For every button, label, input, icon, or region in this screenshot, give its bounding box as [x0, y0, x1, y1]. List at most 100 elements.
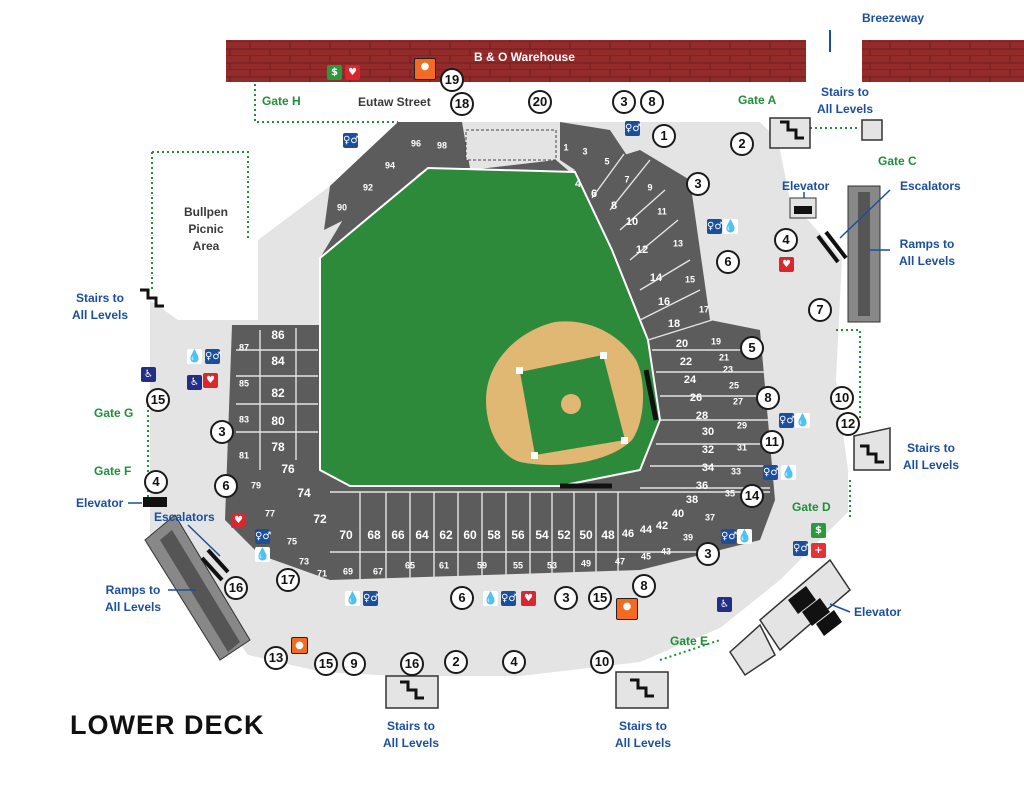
marker-5[interactable]: 5	[740, 336, 764, 360]
restroom-icon[interactable]: ♀♂	[363, 591, 380, 606]
marker-3[interactable]: 3	[612, 90, 636, 114]
marker-8[interactable]: 8	[756, 386, 780, 410]
marker-10[interactable]: 10	[590, 650, 614, 674]
section-42: 42	[656, 520, 668, 532]
marker-6[interactable]: 6	[716, 250, 740, 274]
first-aid-icon[interactable]: ♥	[345, 65, 360, 80]
restroom-icon[interactable]: ♀♂	[343, 133, 360, 148]
section-66: 66	[391, 528, 405, 542]
section-labels: 1 3 5 7 9 11 13 15 17 19 21 23 25 27 29 …	[239, 138, 747, 578]
marker-16[interactable]: 16	[224, 576, 248, 600]
section-61: 61	[439, 560, 449, 570]
marker-17[interactable]: 17	[276, 568, 300, 592]
gate-f-label: Gate F	[94, 464, 132, 478]
section-43: 43	[661, 546, 671, 556]
marker-9[interactable]: 9	[342, 652, 366, 676]
accessible-icon[interactable]: ♿	[187, 375, 202, 390]
marker-4[interactable]: 4	[774, 228, 798, 252]
marker-11[interactable]: 11	[760, 430, 784, 454]
restroom-icon[interactable]: ♀♂	[205, 349, 222, 364]
marker-13[interactable]: 13	[264, 646, 288, 670]
orange-shop-icon[interactable]: ●	[291, 637, 308, 654]
first-aid-icon[interactable]: ♥	[521, 591, 536, 606]
marker-15[interactable]: 15	[146, 388, 170, 412]
stairs-label-bottom-2: Stairs to All Levels	[614, 719, 672, 750]
marker-20[interactable]: 20	[528, 90, 552, 114]
marker-4[interactable]: 4	[502, 650, 526, 674]
marker-8[interactable]: 8	[632, 574, 656, 598]
marker-3[interactable]: 3	[696, 542, 720, 566]
marker-3[interactable]: 3	[554, 586, 578, 610]
orioles-shop-icon[interactable]: ●	[414, 58, 436, 80]
section-6: 6	[591, 188, 597, 200]
restroom-icon[interactable]: ♀♂	[763, 465, 780, 480]
restroom-icon[interactable]: ♀♂	[501, 591, 518, 606]
marker-3[interactable]: 3	[686, 172, 710, 196]
section-45: 45	[641, 551, 651, 561]
gate-a-label: Gate A	[738, 93, 777, 107]
restroom-icon[interactable]: ♀♂	[625, 121, 642, 136]
marker-12[interactable]: 12	[836, 412, 860, 436]
section-55: 55	[513, 560, 523, 570]
marker-4[interactable]: 4	[144, 470, 168, 494]
section-3: 3	[582, 146, 587, 156]
accessible-icon[interactable]: ♿	[717, 597, 732, 612]
water-icon[interactable]: 💧	[781, 465, 796, 480]
marker-15[interactable]: 15	[314, 652, 338, 676]
water-icon[interactable]: 💧	[255, 547, 270, 562]
marker-3[interactable]: 3	[210, 420, 234, 444]
atm-icon[interactable]: $	[327, 65, 342, 80]
escalators-label-top: Escalators	[900, 179, 961, 193]
stairs-box-right	[853, 427, 891, 471]
water-icon[interactable]: 💧	[795, 413, 810, 428]
marker-6[interactable]: 6	[214, 474, 238, 498]
section-80: 80	[271, 414, 285, 428]
restroom-icon[interactable]: ♀♂	[707, 219, 724, 234]
section-68: 68	[367, 528, 381, 542]
restroom-icon[interactable]: ♀♂	[779, 413, 796, 428]
section-92: 92	[363, 182, 373, 192]
first-aid-icon[interactable]: ♥	[779, 257, 794, 272]
section-27: 27	[733, 396, 743, 406]
water-icon[interactable]: 💧	[345, 591, 360, 606]
section-47: 47	[615, 556, 625, 566]
section-82: 82	[271, 386, 285, 400]
water-icon[interactable]: 💧	[737, 529, 752, 544]
medical-cross-icon[interactable]: +	[811, 543, 826, 558]
stairs-box-bottom2	[615, 671, 669, 709]
first-aid-icon[interactable]: ♥	[231, 513, 246, 528]
restroom-icon[interactable]: ♀♂	[793, 541, 810, 556]
marker-2[interactable]: 2	[730, 132, 754, 156]
water-icon[interactable]: 💧	[723, 219, 738, 234]
marker-19[interactable]: 19	[440, 68, 464, 92]
section-83: 83	[239, 414, 249, 424]
marker-15[interactable]: 15	[588, 586, 612, 610]
section-62: 62	[439, 528, 453, 542]
section-72: 72	[313, 512, 327, 526]
marker-8[interactable]: 8	[640, 90, 664, 114]
accessible-icon[interactable]: ♿	[141, 367, 156, 382]
ramps-label-left: Ramps to All Levels	[104, 583, 162, 614]
section-59: 59	[477, 560, 487, 570]
marker-2[interactable]: 2	[444, 650, 468, 674]
warehouse-label: B & O Warehouse	[474, 50, 575, 64]
orioles-shop-icon[interactable]: ●	[616, 598, 638, 620]
marker-6[interactable]: 6	[450, 586, 474, 610]
water-icon[interactable]: 💧	[483, 591, 498, 606]
restroom-icon[interactable]: ♀♂	[255, 529, 272, 544]
atm-icon[interactable]: $	[811, 523, 826, 538]
first-aid-icon[interactable]: ♥	[203, 373, 218, 388]
water-icon[interactable]: 💧	[187, 349, 202, 364]
marker-18[interactable]: 18	[450, 92, 474, 116]
marker-7[interactable]: 7	[808, 298, 832, 322]
marker-16[interactable]: 16	[400, 652, 424, 676]
section-54: 54	[535, 528, 549, 542]
section-71: 71	[317, 568, 327, 578]
marker-14[interactable]: 14	[740, 484, 764, 508]
section-74: 74	[297, 486, 311, 500]
restroom-icon[interactable]: ♀♂	[721, 529, 738, 544]
marker-1[interactable]: 1	[652, 124, 676, 148]
section-4: 4	[575, 178, 582, 190]
marker-10[interactable]: 10	[830, 386, 854, 410]
